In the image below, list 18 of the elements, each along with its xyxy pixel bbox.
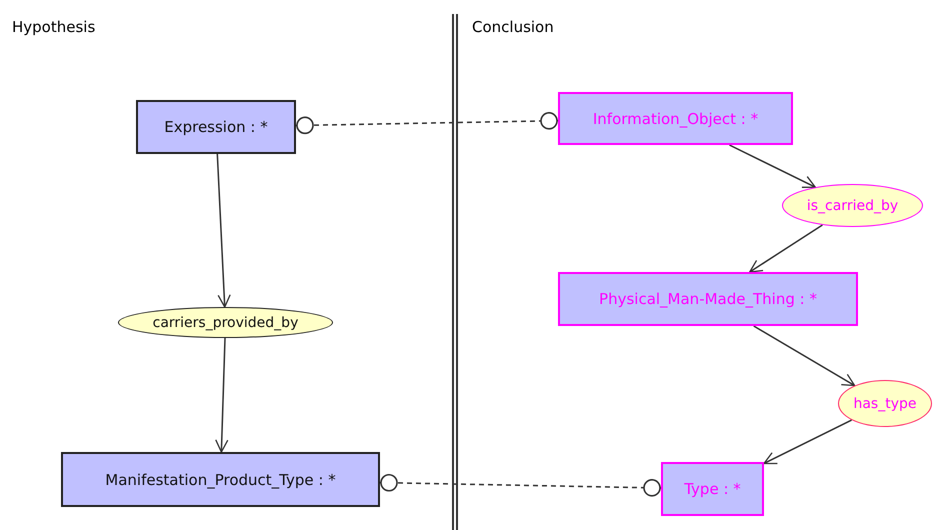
class-box: Type : * [661, 462, 764, 516]
property-ellipse: has_type [838, 380, 932, 427]
dashed-connector [380, 474, 662, 497]
class-box: Manifestation_Product_Type : * [61, 452, 380, 507]
class-box: Information_Object : * [558, 92, 793, 145]
arrow [729, 144, 816, 188]
arrow [215, 338, 228, 453]
property-ellipse: is_carried_by [782, 184, 923, 227]
class-box: Expression : * [136, 100, 296, 154]
class-box: Physical_Man-Made_Thing : * [558, 272, 858, 326]
arrow [753, 325, 856, 386]
panel-title: Conclusion [472, 18, 554, 36]
arrow [216, 154, 231, 308]
property-ellipse: carriers_provided_by [118, 307, 333, 338]
dashed-connector [296, 112, 558, 134]
panel-title: Hypothesis [12, 18, 96, 36]
arrow [749, 224, 823, 273]
arrow [763, 419, 852, 464]
